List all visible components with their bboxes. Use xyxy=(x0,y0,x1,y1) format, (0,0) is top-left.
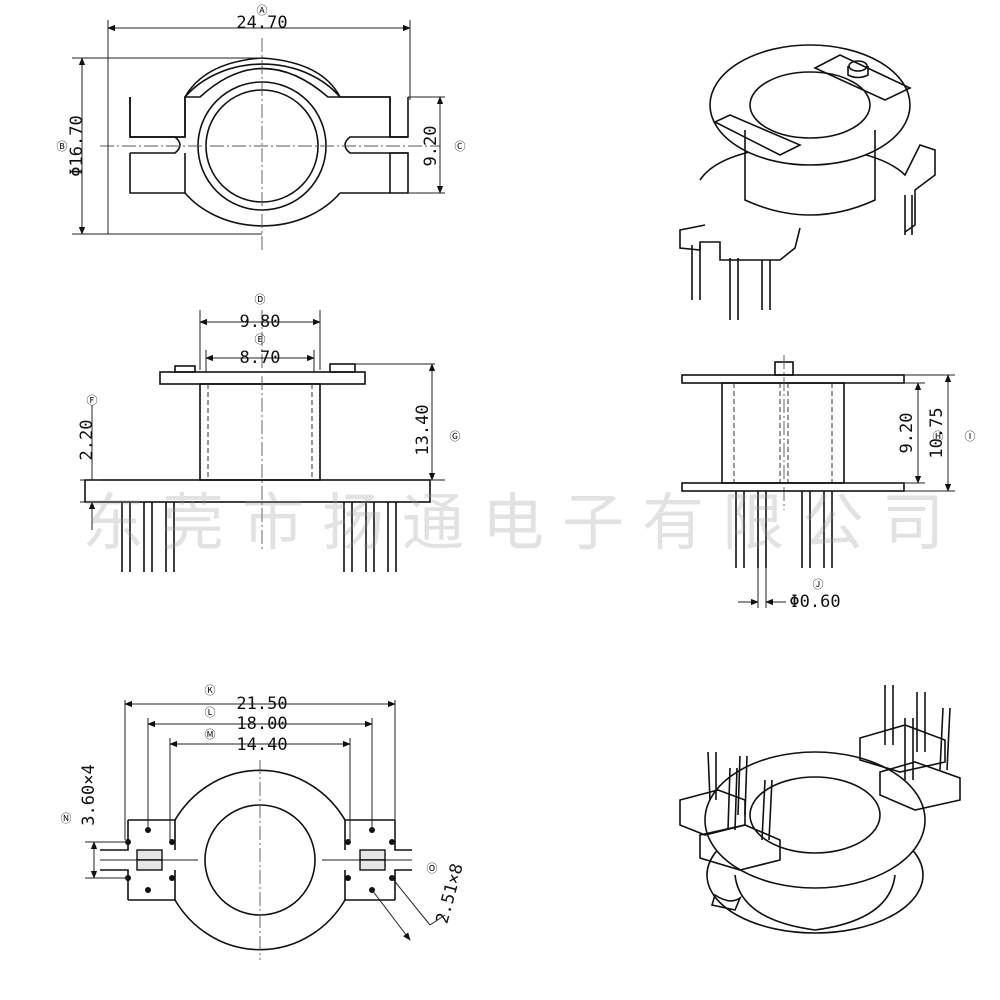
dim-outer: 9.80 xyxy=(240,312,281,332)
front-view: Ⓓ 9.80 Ⓔ 8.70 2.20 Ⓕ 13.40 Ⓖ xyxy=(77,293,461,572)
dim-label-a: Ⓐ xyxy=(257,4,268,17)
dim-label-g: Ⓖ xyxy=(450,430,461,443)
dim-label-c: Ⓒ xyxy=(455,140,466,153)
dim-slot: 9.20 xyxy=(421,126,441,167)
dim-base: 2.20 xyxy=(77,420,97,461)
dim-label-m: Ⓜ xyxy=(205,728,216,741)
bottom-view: Ⓚ 21.50 Ⓛ 18.00 Ⓜ 14.40 3.60×4 Ⓝ 2.51×8 … xyxy=(61,684,468,960)
dim-label-h: Ⓗ xyxy=(933,430,944,443)
dim-label-k: Ⓚ xyxy=(205,684,216,697)
dim-pin: Φ0.60 xyxy=(789,592,840,612)
dim-label-d: Ⓓ xyxy=(255,293,266,306)
isometric-view-bottom xyxy=(679,685,961,934)
dim-label-o: Ⓞ xyxy=(427,862,438,875)
dim-inner-height: 9.20 xyxy=(897,413,917,454)
dim-pitch-inner: 14.40 xyxy=(236,735,287,755)
dim-width: 24.70 xyxy=(236,13,287,33)
dim-inner: 8.70 xyxy=(240,348,281,368)
dim-diameter: Φ16.70 xyxy=(67,115,87,176)
dim-label-i: Ⓘ xyxy=(965,430,976,443)
dim-height: 13.40 xyxy=(413,404,433,455)
dim-pin-pitch: 2.51×8 xyxy=(433,861,468,926)
isometric-view-top xyxy=(679,44,936,320)
dim-label-f: Ⓕ xyxy=(87,394,98,407)
dim-label-l: Ⓛ xyxy=(205,706,216,719)
dim-label-n: Ⓝ xyxy=(61,812,72,825)
dim-pitch-mid: 18.00 xyxy=(236,714,287,734)
top-view: Ⓐ 24.70 Ⓑ Φ16.70 9.20 Ⓒ xyxy=(57,4,466,250)
dim-total-height: 10.75 xyxy=(927,407,947,458)
dim-pitch-outer: 21.50 xyxy=(236,694,287,714)
dim-row: 3.60×4 xyxy=(79,764,99,825)
dim-label-e: Ⓔ xyxy=(255,333,266,346)
dim-label-b: Ⓑ xyxy=(57,140,68,153)
side-view: 9.20 Ⓗ 10.75 Ⓘ Ⓙ Φ0.60 xyxy=(681,355,976,612)
dim-label-j: Ⓙ xyxy=(813,578,824,591)
